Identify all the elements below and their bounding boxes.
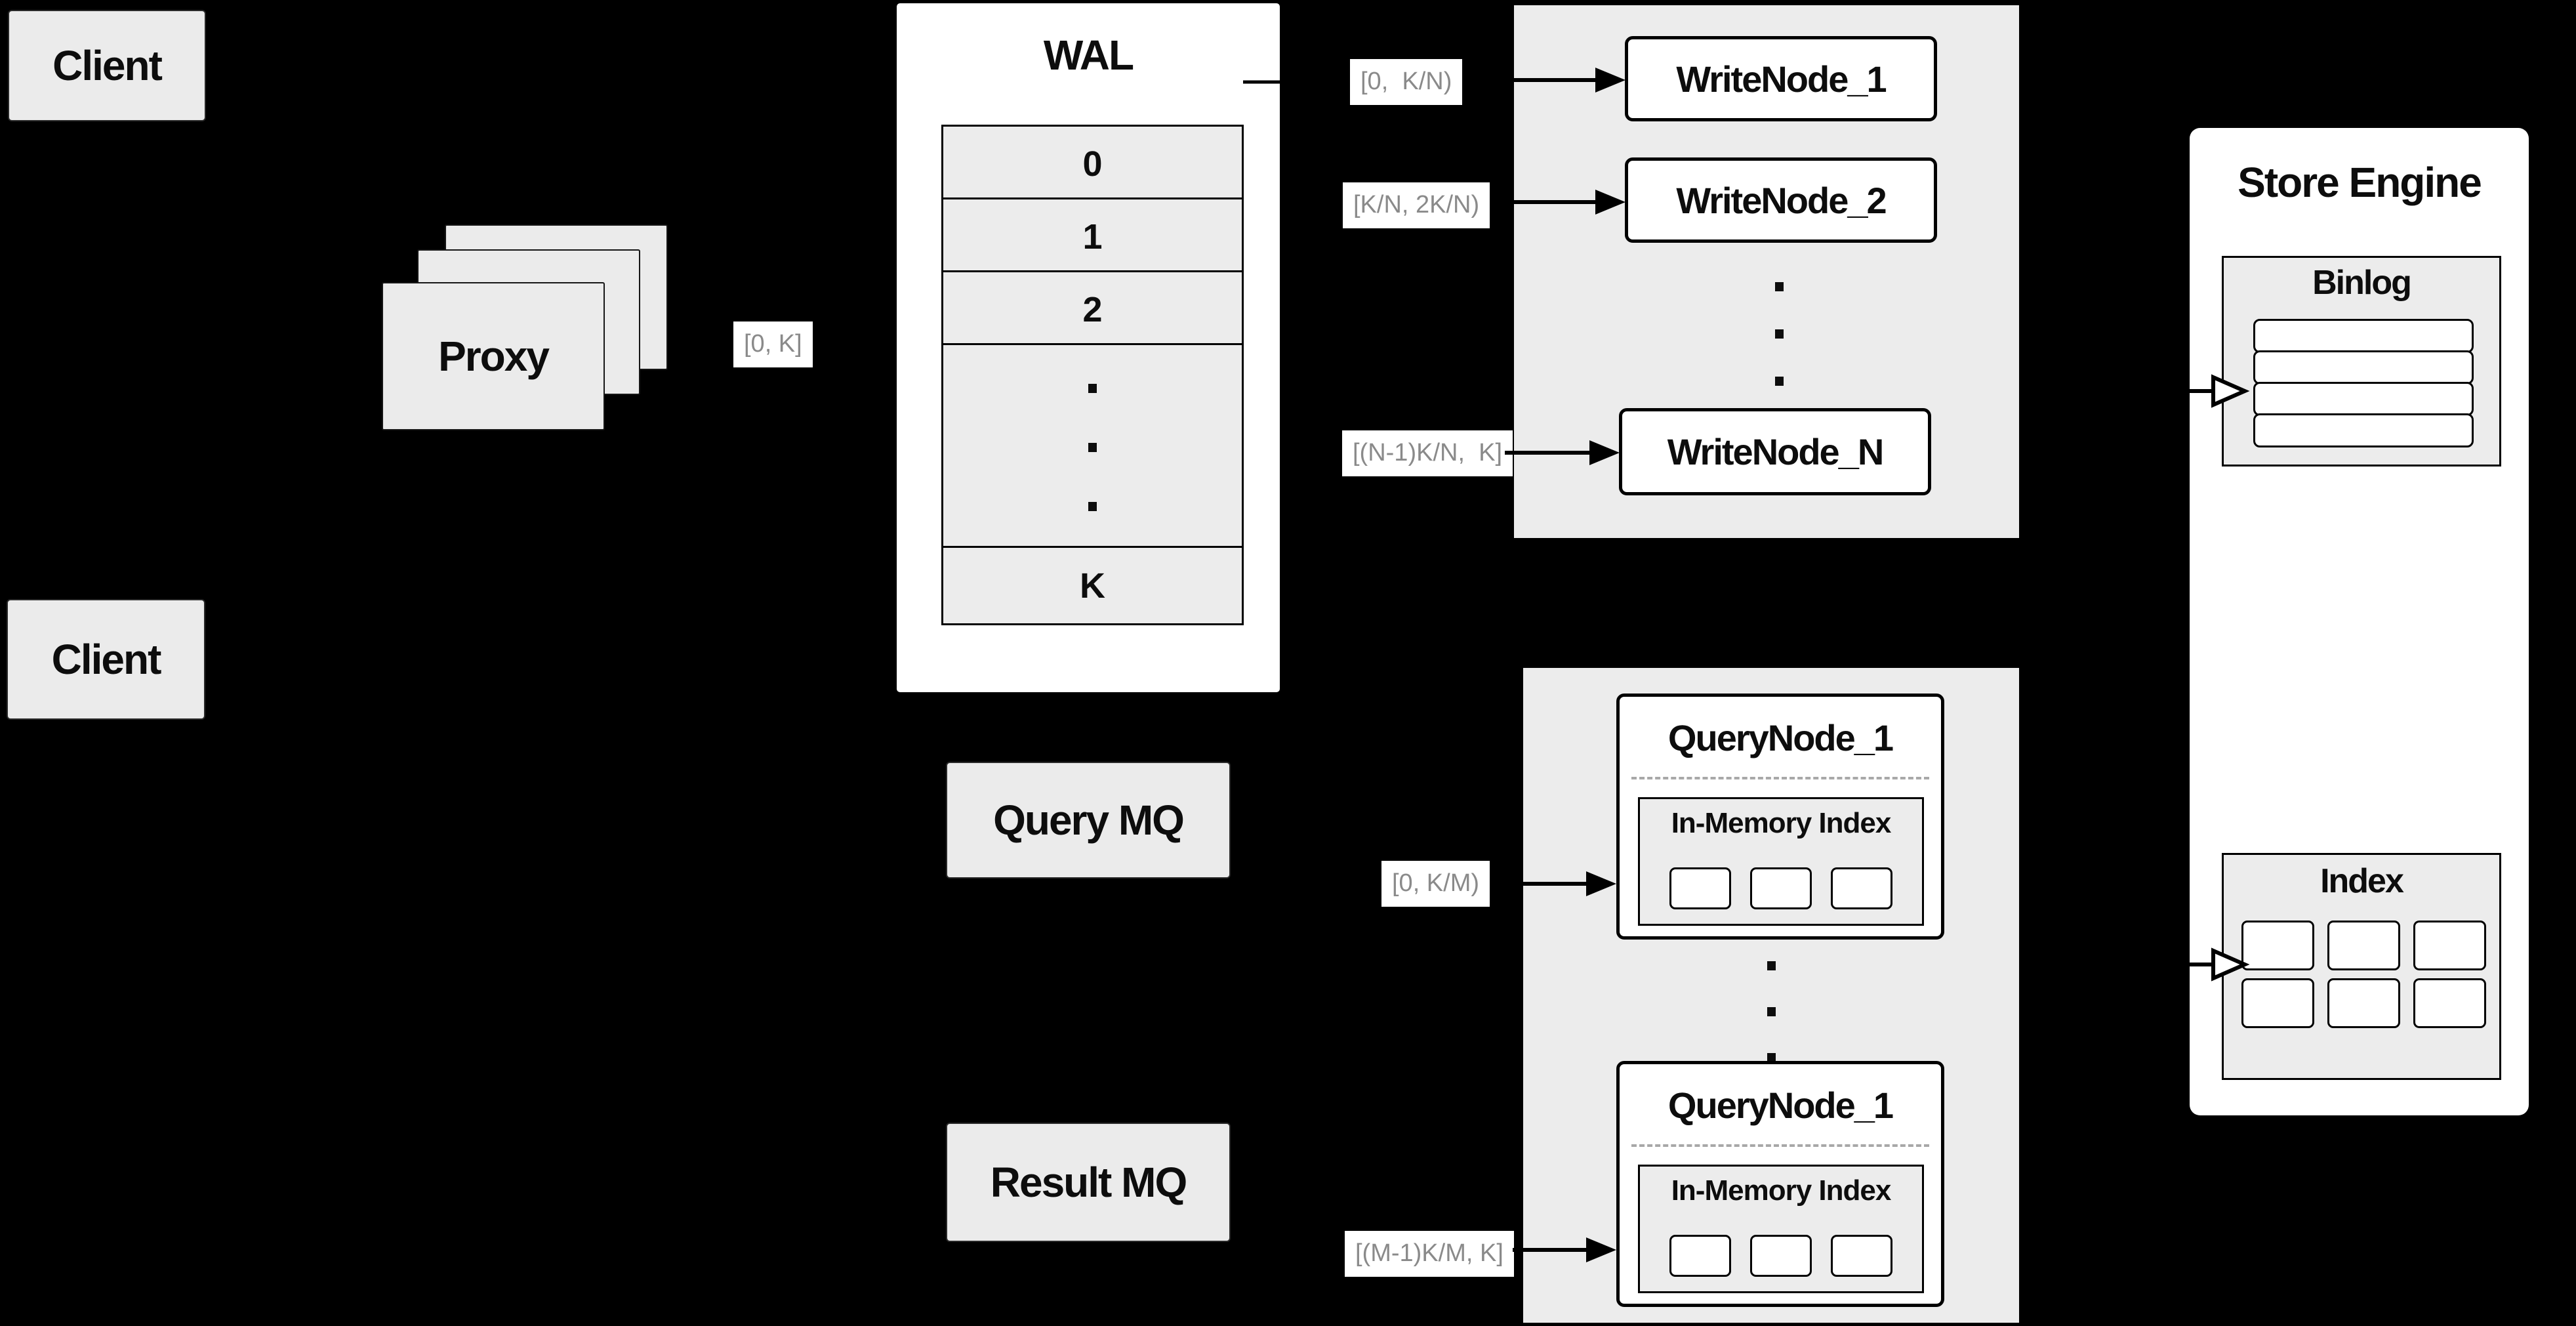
query-node-2: QueryNode_1 In-Memory Index <box>1616 1061 1944 1307</box>
wal-slot-ellipsis <box>941 343 1244 552</box>
query-mq-box: Query MQ <box>946 762 1231 879</box>
write-node-2-label: WriteNode_2 <box>1676 179 1887 221</box>
write-range-label-1: [0, K/N) <box>1350 59 1463 105</box>
wal-slot-2: 2 <box>941 270 1244 349</box>
wal-title: WAL <box>1043 31 1134 79</box>
index-file <box>2241 978 2314 1028</box>
proxy-card-front: Proxy <box>382 282 605 430</box>
result-mq-box: Result MQ <box>946 1123 1231 1242</box>
query-node-ellipsis <box>1767 961 1776 1062</box>
query-range-label-1: [0, K/M) <box>1381 861 1490 907</box>
wal-slot-0: 0 <box>941 125 1244 203</box>
proxy-range-label: [0, K] <box>733 321 813 367</box>
client-top-label: Client <box>52 42 163 89</box>
write-node-2: WriteNode_2 <box>1625 157 1937 243</box>
index-file <box>2413 921 2486 970</box>
binlog-title: Binlog <box>2312 264 2412 302</box>
wal-box: WAL 0 1 2 K <box>897 3 1280 692</box>
query-node-2-divider <box>1631 1144 1929 1147</box>
index-file <box>2241 921 2314 970</box>
in-memory-index-1-title: In-Memory Index <box>1671 807 1892 839</box>
index-segment <box>1669 867 1731 909</box>
query-mq-label: Query MQ <box>993 797 1185 844</box>
binlog-row <box>2253 350 2474 384</box>
write-node-1-label: WriteNode_1 <box>1676 58 1887 100</box>
binlog-row <box>2253 319 2474 353</box>
write-node-n-label: WriteNode_N <box>1667 431 1885 472</box>
wal-ellipsis-dots <box>1088 384 1097 511</box>
store-engine-title: Store Engine <box>2238 159 2482 206</box>
wal-slot-k: K <box>941 546 1244 625</box>
client-box-top: Client <box>8 10 206 121</box>
query-node-1-divider <box>1631 777 1929 779</box>
index-segment <box>1831 1235 1892 1277</box>
query-node-1: QueryNode_1 In-Memory Index <box>1616 694 1944 940</box>
write-node-ellipsis <box>1775 282 1784 386</box>
index-file <box>2413 978 2486 1028</box>
in-memory-index-2: In-Memory Index <box>1638 1165 1924 1293</box>
index-segment <box>1669 1235 1731 1277</box>
proxy-label: Proxy <box>438 333 550 380</box>
query-node-2-title: QueryNode_1 <box>1667 1085 1894 1126</box>
binlog-row <box>2253 413 2474 447</box>
index-box: Index <box>2222 853 2501 1080</box>
store-engine-box: Store Engine Binlog Index <box>2190 128 2529 1115</box>
index-file <box>2327 978 2400 1028</box>
binlog-box: Binlog <box>2222 256 2501 466</box>
query-node-1-title: QueryNode_1 <box>1667 717 1894 758</box>
index-title: Index <box>2320 862 2404 900</box>
binlog-row <box>2253 382 2474 416</box>
index-file <box>2327 921 2400 970</box>
wal-slot-1: 1 <box>941 197 1244 276</box>
client-bottom-label: Client <box>51 636 162 683</box>
write-range-label-2: [K/N, 2K/N) <box>1343 182 1490 228</box>
index-segment <box>1750 1235 1812 1277</box>
index-segment <box>1831 867 1892 909</box>
in-memory-index-1: In-Memory Index <box>1638 797 1924 926</box>
index-segment <box>1750 867 1812 909</box>
query-range-label-m: [(M-1)K/M, K] <box>1345 1231 1514 1277</box>
write-node-1: WriteNode_1 <box>1625 36 1937 121</box>
result-mq-label: Result MQ <box>990 1159 1187 1206</box>
write-node-n: WriteNode_N <box>1619 408 1931 495</box>
client-box-bottom: Client <box>7 599 205 720</box>
in-memory-index-2-title: In-Memory Index <box>1671 1174 1892 1207</box>
write-range-label-n: [(N-1)K/N, K] <box>1342 430 1513 476</box>
